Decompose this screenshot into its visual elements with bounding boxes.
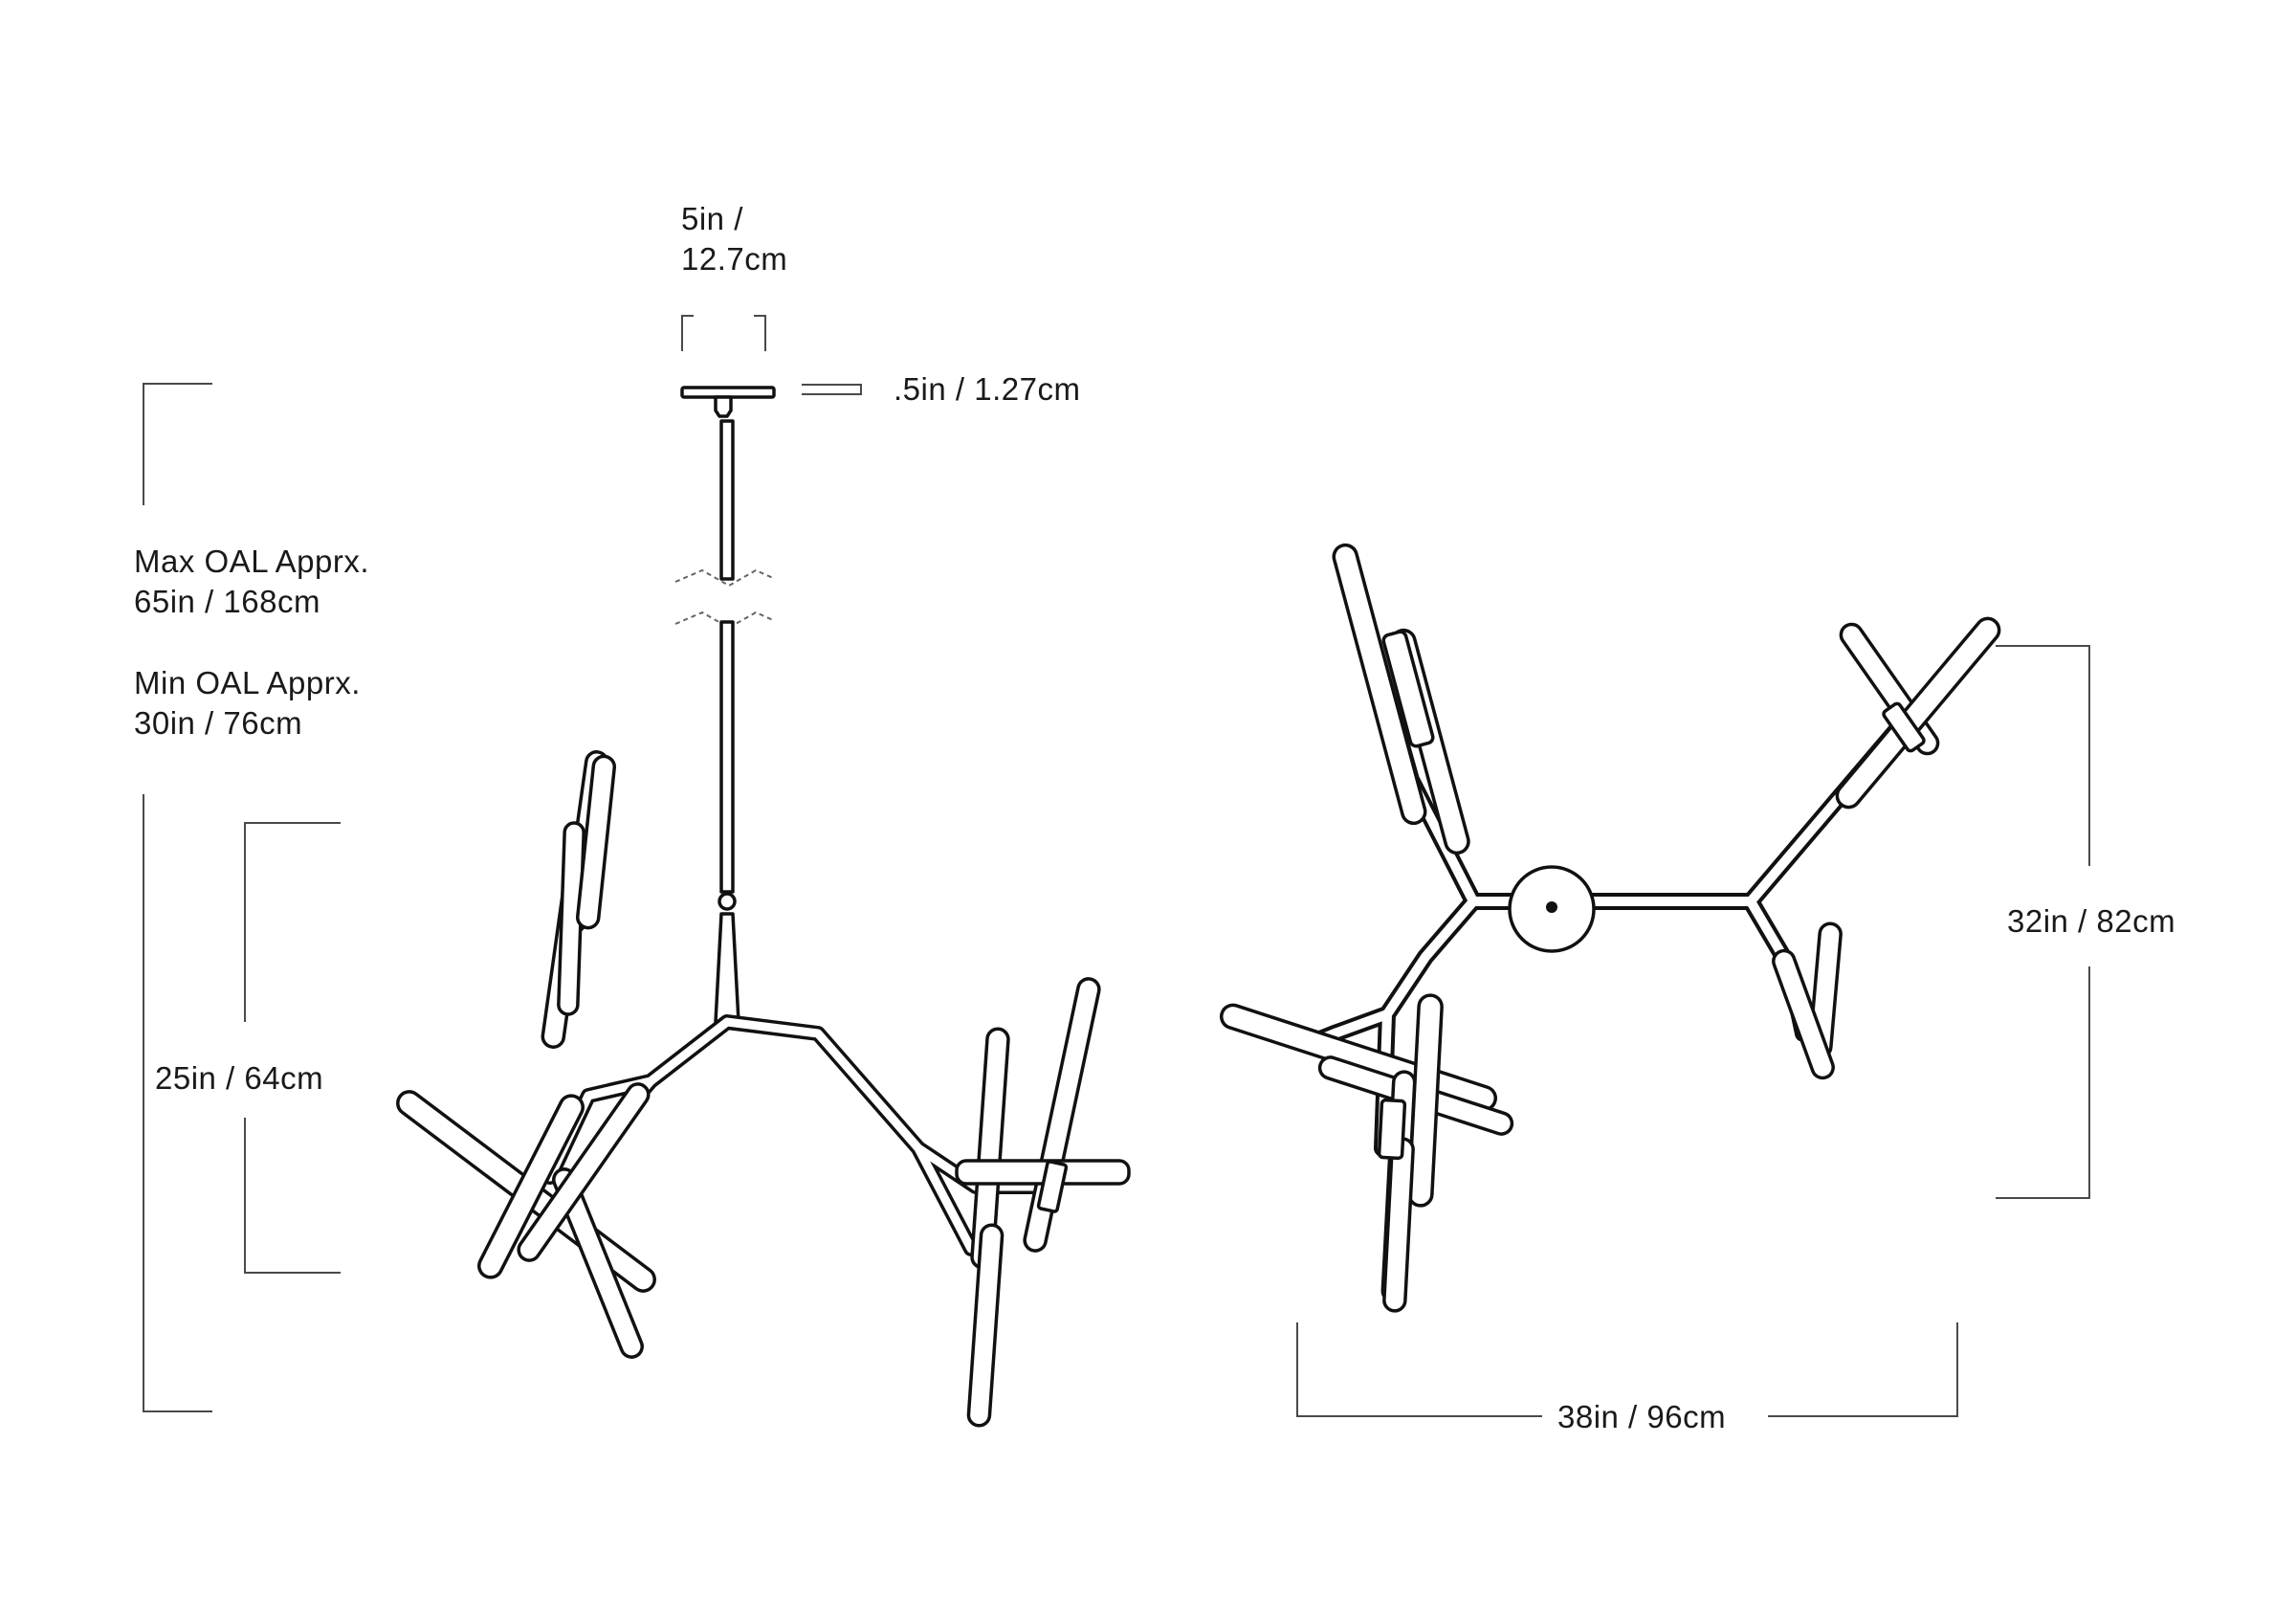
max-oal-label-line1: Max OAL Apprx. [134,544,370,579]
min-oal-label: Min OAL Apprx. 30in / 76cm [134,663,361,744]
downrod-lower [719,620,735,894]
downrod-joint [718,892,737,911]
fixture-height-bracket-bottom [244,1118,341,1274]
canopy-width-label: 5in / 12.7cm [681,199,787,279]
canopy-mount [714,395,733,418]
light-rod [552,1167,644,1359]
light-rod [1377,1098,1407,1161]
canopy-height-bracket [802,384,862,395]
min-oal-label-line2: 30in / 76cm [134,705,303,741]
side-right-cluster [955,977,1131,1428]
hub-stem [714,912,740,1024]
light-rod [1036,1160,1069,1213]
top-plan-view [1220,543,2001,1313]
downrod-break-mark [674,568,774,630]
light-rod [1332,543,1427,826]
max-oal-label-line2: 65in / 168cm [134,584,320,619]
width-bracket-left [1296,1322,1542,1417]
canopy-width-label-line2: 12.7cm [681,241,788,277]
light-rod [477,1094,585,1279]
max-oal-label: Max OAL Apprx. 65in / 168cm [134,542,369,622]
canopy-width-bracket [681,315,766,351]
canopy-height-label: .5in / 1.27cm [894,371,1081,407]
light-rod [1381,630,1435,748]
depth-bracket-bottom [1996,966,2090,1199]
light-rod [517,1082,651,1262]
min-oal-label-line1: Min OAL Apprx. [134,665,361,700]
side-elevation-view [396,386,1131,1428]
light-rod [1023,977,1101,1253]
depth-label: 32in / 82cm [2007,903,2176,939]
max-oal-bracket-top [143,383,212,505]
downrod-upper [719,419,735,581]
width-label: 38in / 96cm [1557,1399,1727,1434]
max-oal-bracket-bottom [143,794,212,1412]
light-rod [1835,616,2001,810]
depth-bracket-top [1996,645,2090,866]
light-rod [966,1223,1004,1428]
light-rod [575,754,617,930]
side-left-cluster [396,750,656,1359]
dimension-lines [143,315,2090,1417]
plan-canopy-center [1546,901,1557,913]
canopy-width-label-line1: 5in / [681,201,743,236]
fixture-height-label: 25in / 64cm [155,1060,324,1096]
fixture-height-bracket-top [244,822,341,1022]
light-rod [1882,701,1926,753]
width-bracket-right [1768,1322,1958,1417]
light-rod [1772,948,1835,1080]
